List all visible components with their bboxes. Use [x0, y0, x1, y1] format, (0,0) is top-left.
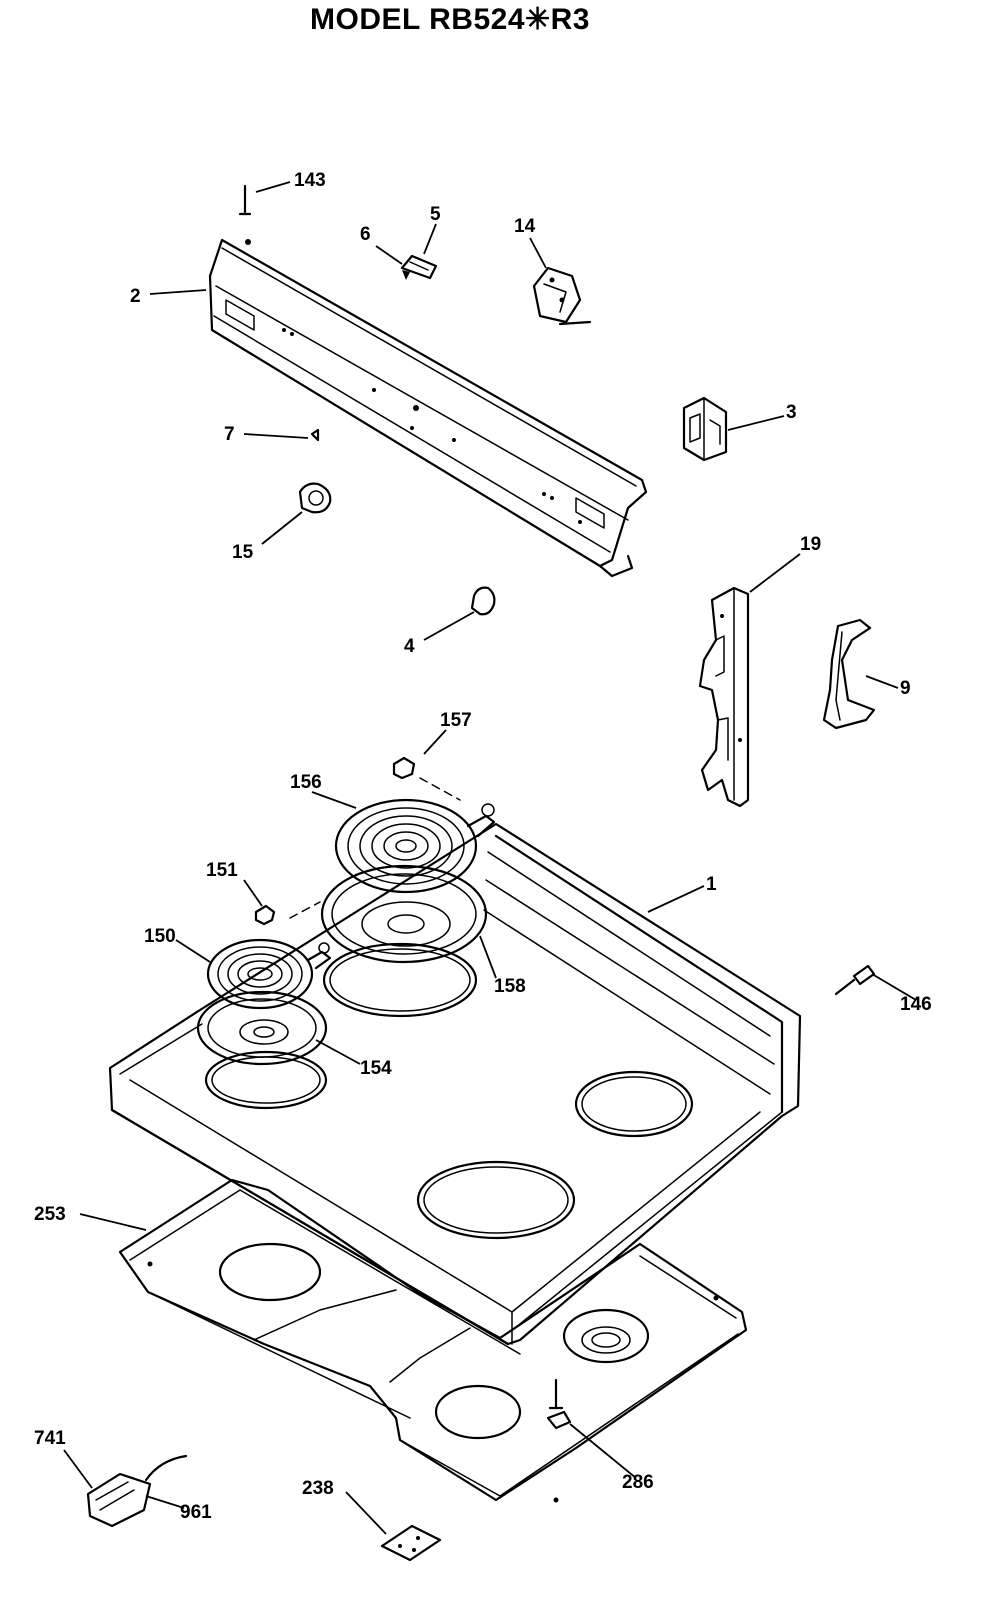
terminal-block	[682, 396, 728, 462]
callout-19: 19	[800, 534, 821, 555]
switch-clip	[400, 254, 438, 280]
callout-4: 4	[404, 636, 415, 657]
knob-157	[392, 756, 416, 780]
callout-5: 5	[430, 204, 441, 225]
side-bracket-19	[698, 586, 750, 808]
callout-2: 2	[130, 286, 141, 307]
backsplash-panel	[208, 238, 648, 578]
callout-961: 961	[180, 1502, 212, 1523]
callout-157: 157	[440, 710, 472, 731]
terminal-block-741	[86, 1454, 188, 1528]
leader-lines	[63, 181, 917, 1535]
infinite-switch	[532, 266, 592, 326]
callout-253: 253	[34, 1204, 66, 1225]
callout-151: 151	[206, 860, 238, 881]
knob-151	[254, 904, 276, 926]
callout-158: 158	[494, 976, 526, 997]
screw-286	[546, 1378, 572, 1430]
callout-143: 143	[294, 170, 326, 191]
clip-7	[310, 428, 320, 442]
callout-146: 146	[900, 994, 932, 1015]
callout-15: 15	[232, 542, 254, 563]
plate-238	[380, 1524, 442, 1562]
callout-7: 7	[224, 424, 235, 445]
knob-4	[470, 586, 496, 616]
callout-9: 9	[900, 678, 911, 699]
screw-146	[834, 964, 876, 996]
diagram-title: MODEL RB524✳R3	[310, 3, 590, 36]
callout-14: 14	[514, 216, 536, 237]
callout-1: 1	[706, 874, 717, 895]
callout-156: 156	[290, 772, 322, 793]
callout-286: 286	[622, 1472, 654, 1493]
callout-238: 238	[302, 1478, 334, 1499]
small-drip-pan	[196, 990, 328, 1066]
bracket-9	[822, 618, 876, 730]
large-surface-unit	[334, 798, 496, 894]
callout-labels: 143 2 6 5 14 3 7 15 19 4 9 157 156 1 151…	[34, 170, 932, 1523]
small-surface-unit	[206, 938, 332, 1010]
callout-150: 150	[144, 926, 176, 947]
screw-143	[238, 184, 252, 216]
callout-741: 741	[34, 1428, 66, 1449]
callout-6: 6	[360, 224, 371, 245]
large-drip-pan	[320, 864, 488, 964]
callout-154: 154	[360, 1058, 392, 1079]
callout-3: 3	[786, 402, 797, 423]
cooktop-main-top	[108, 822, 802, 1346]
knob-15	[298, 482, 332, 514]
burner-box-253	[118, 1178, 748, 1503]
